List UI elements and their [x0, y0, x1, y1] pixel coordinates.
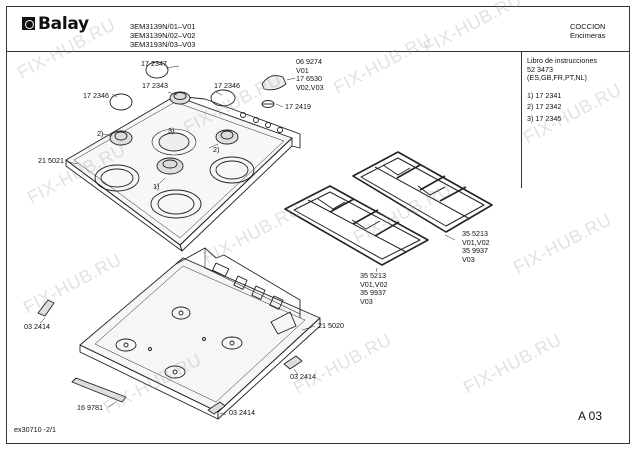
part-label: 35 5213: [462, 229, 488, 238]
part-label-block: 06 9274 V01 17 6530 V02,V03: [296, 57, 324, 92]
brand-logo: Balay: [22, 14, 89, 34]
callout-label: 1): [153, 182, 160, 191]
part-label: 17 2343: [142, 81, 168, 90]
part-label: 21 5021: [38, 156, 64, 165]
pan-support-left: [284, 185, 429, 266]
part-label-block: 35 5213 V01,V02 35 9937 V03: [360, 271, 388, 306]
version-label: V01: [296, 65, 309, 75]
burner-group: [94, 91, 255, 219]
part-label: 03 2414: [229, 408, 255, 417]
part-label: 16 9781: [77, 403, 103, 412]
burner-cap-172346-left: [109, 93, 133, 111]
manual-number: 52 3473: [527, 64, 553, 74]
category-main: COCCION: [570, 22, 606, 31]
manual-langs: (ES,GB,FR,PT,NL): [527, 73, 587, 83]
side-panel-divider: [521, 51, 522, 188]
clamp-032414-mid: [283, 355, 303, 370]
burner-cap-172346-right: [210, 89, 236, 107]
version-label: V03: [360, 296, 373, 306]
seal-strip-169781: [71, 377, 127, 403]
part-label: 17 2346: [83, 91, 109, 100]
category-sub: Encimeras: [570, 31, 606, 40]
callout-label: 3): [168, 126, 175, 135]
page-code: A 03: [578, 409, 603, 423]
part-label: 17 2419: [285, 102, 311, 111]
part-label: 03 2414: [290, 372, 316, 381]
hob-bottom-tray: [79, 247, 321, 420]
part-label: 17 2346: [214, 81, 240, 90]
model-number: 3EM3139N/02–V02: [130, 31, 196, 40]
callout-label: 2): [213, 145, 220, 154]
version-label: V01,V02: [360, 279, 388, 289]
version-label: V03: [462, 254, 475, 264]
part-label: 17 6530: [296, 74, 322, 84]
burner-cap-172347: [145, 61, 169, 79]
accessory-item: 1) 17 2341: [527, 90, 562, 100]
part-label-block: 35 5213 V01,V02 35 9937 V03: [462, 229, 490, 264]
part-label: 21 5020: [318, 321, 344, 330]
part-label: 35 9937: [360, 288, 386, 298]
callout-label: 2): [97, 129, 104, 138]
clamp-032414-left: [37, 299, 55, 317]
part-label: 17 2347: [141, 59, 167, 68]
category: COCCION Encimeras: [570, 22, 605, 40]
drawing-frame: [6, 6, 630, 444]
accessory-item: 3) 17 2345: [527, 113, 562, 123]
part-label: 35 5213: [360, 271, 386, 280]
clamp-032414-bottom: [207, 401, 226, 415]
part-label: 03 2414: [24, 322, 50, 331]
brand-name: Balay: [38, 14, 89, 34]
accessory-item: 2) 17 2342: [527, 102, 562, 112]
model-number: 3EM3193N/03–V03: [130, 40, 196, 49]
model-number: 3EM3139N/01–V01: [130, 22, 196, 31]
brand-logo-mark: [22, 17, 35, 30]
part-label: 35 9937: [462, 246, 488, 256]
drawing-code: ex30710 -2/1: [14, 425, 56, 434]
part-label: 06 9274: [296, 57, 322, 66]
model-list: 3EM3139N/01–V01 3EM3139N/02–V02 3EM3193N…: [130, 22, 195, 49]
header-divider: [6, 51, 629, 52]
side-panel: Libro de instrucciones 52 3473 (ES,GB,FR…: [527, 56, 597, 124]
version-label: V01,V02: [462, 237, 490, 247]
manual-title: Libro de instrucciones: [527, 56, 597, 65]
version-label: V02,V03: [296, 82, 324, 92]
control-knob: [261, 75, 287, 108]
pan-support-right: [352, 151, 493, 233]
